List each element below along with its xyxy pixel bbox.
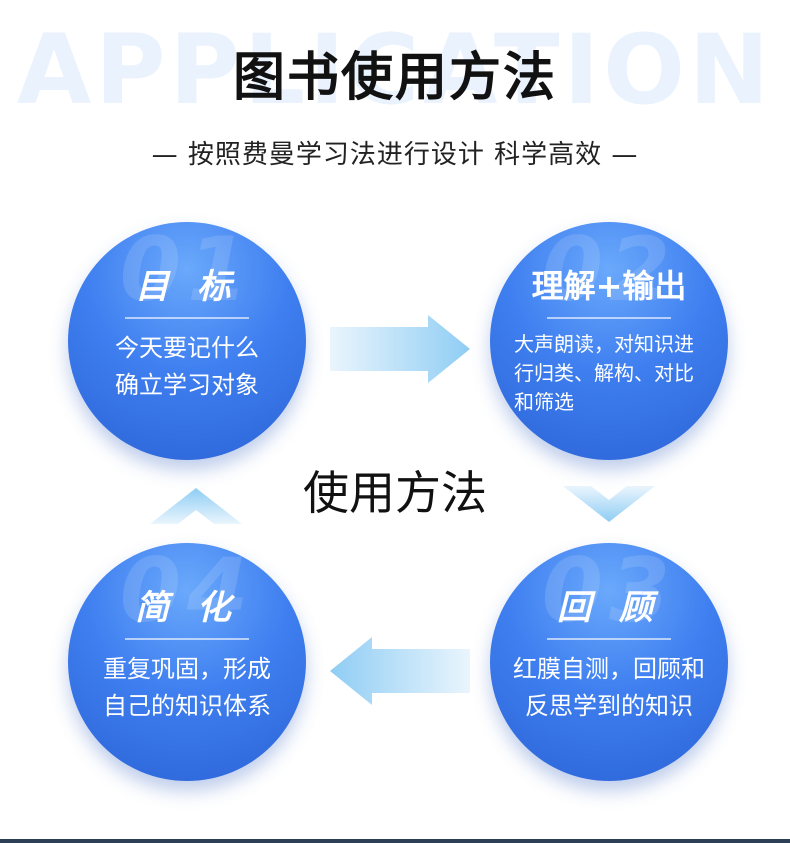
chevron-up-icon (150, 488, 242, 524)
step-03-circle: 03 回 顾 红膜自测，回顾和 反思学到的知识 (490, 543, 728, 781)
step-description: 红膜自测，回顾和 反思学到的知识 (504, 651, 714, 725)
step-description: 今天要记什么 确立学习对象 (82, 330, 292, 404)
heading-divider (547, 317, 671, 319)
step-line: 重复巩固，形成 (103, 655, 271, 683)
page-subtitle: — 按照费曼学习法进行设计 科学高效 — (151, 140, 639, 170)
step-number: 01 (119, 222, 255, 321)
arrow-right-icon (330, 315, 470, 383)
step-number: 02 (541, 222, 677, 321)
step-line: 今天要记什么 (115, 334, 259, 362)
step-line: 自己的知识体系 (103, 692, 271, 720)
step-04-circle: 04 简 化 重复巩固，形成 自己的知识体系 (68, 543, 306, 781)
heading-divider (125, 638, 249, 640)
step-description: 重复巩固，形成 自己的知识体系 (82, 651, 292, 725)
step-description: 大声朗读，对知识进 行归类、解构、对比 和筛选 (514, 330, 714, 417)
step-heading: 回 顾 (557, 588, 661, 628)
step-line: 红膜自测，回顾和 (513, 655, 705, 683)
step-heading: 目 标 (135, 267, 239, 307)
step-line: 反思学到的知识 (525, 692, 693, 720)
step-line: 行归类、解构、对比 (514, 361, 694, 385)
step-number: 03 (541, 543, 677, 642)
watermark-text: APPLICATION (16, 14, 774, 126)
step-line: 大声朗读，对知识进 (514, 332, 694, 356)
step-line: 确立学习对象 (115, 371, 259, 399)
center-label: 使用方法 (303, 466, 487, 520)
step-heading: 简 化 (135, 588, 239, 628)
step-01-circle: 01 目 标 今天要记什么 确立学习对象 (68, 222, 306, 460)
chevron-down-icon (563, 486, 655, 522)
step-number: 04 (119, 543, 255, 642)
heading-divider (547, 638, 671, 640)
page-title: 图书使用方法 (232, 48, 557, 108)
step-heading: 理解+输出 (531, 267, 687, 305)
heading-divider (125, 317, 249, 319)
step-line: 和筛选 (514, 390, 574, 414)
arrow-left-icon (330, 637, 470, 705)
bottom-bar (0, 839, 790, 843)
step-02-circle: 02 理解+输出 大声朗读，对知识进 行归类、解构、对比 和筛选 (490, 222, 728, 460)
